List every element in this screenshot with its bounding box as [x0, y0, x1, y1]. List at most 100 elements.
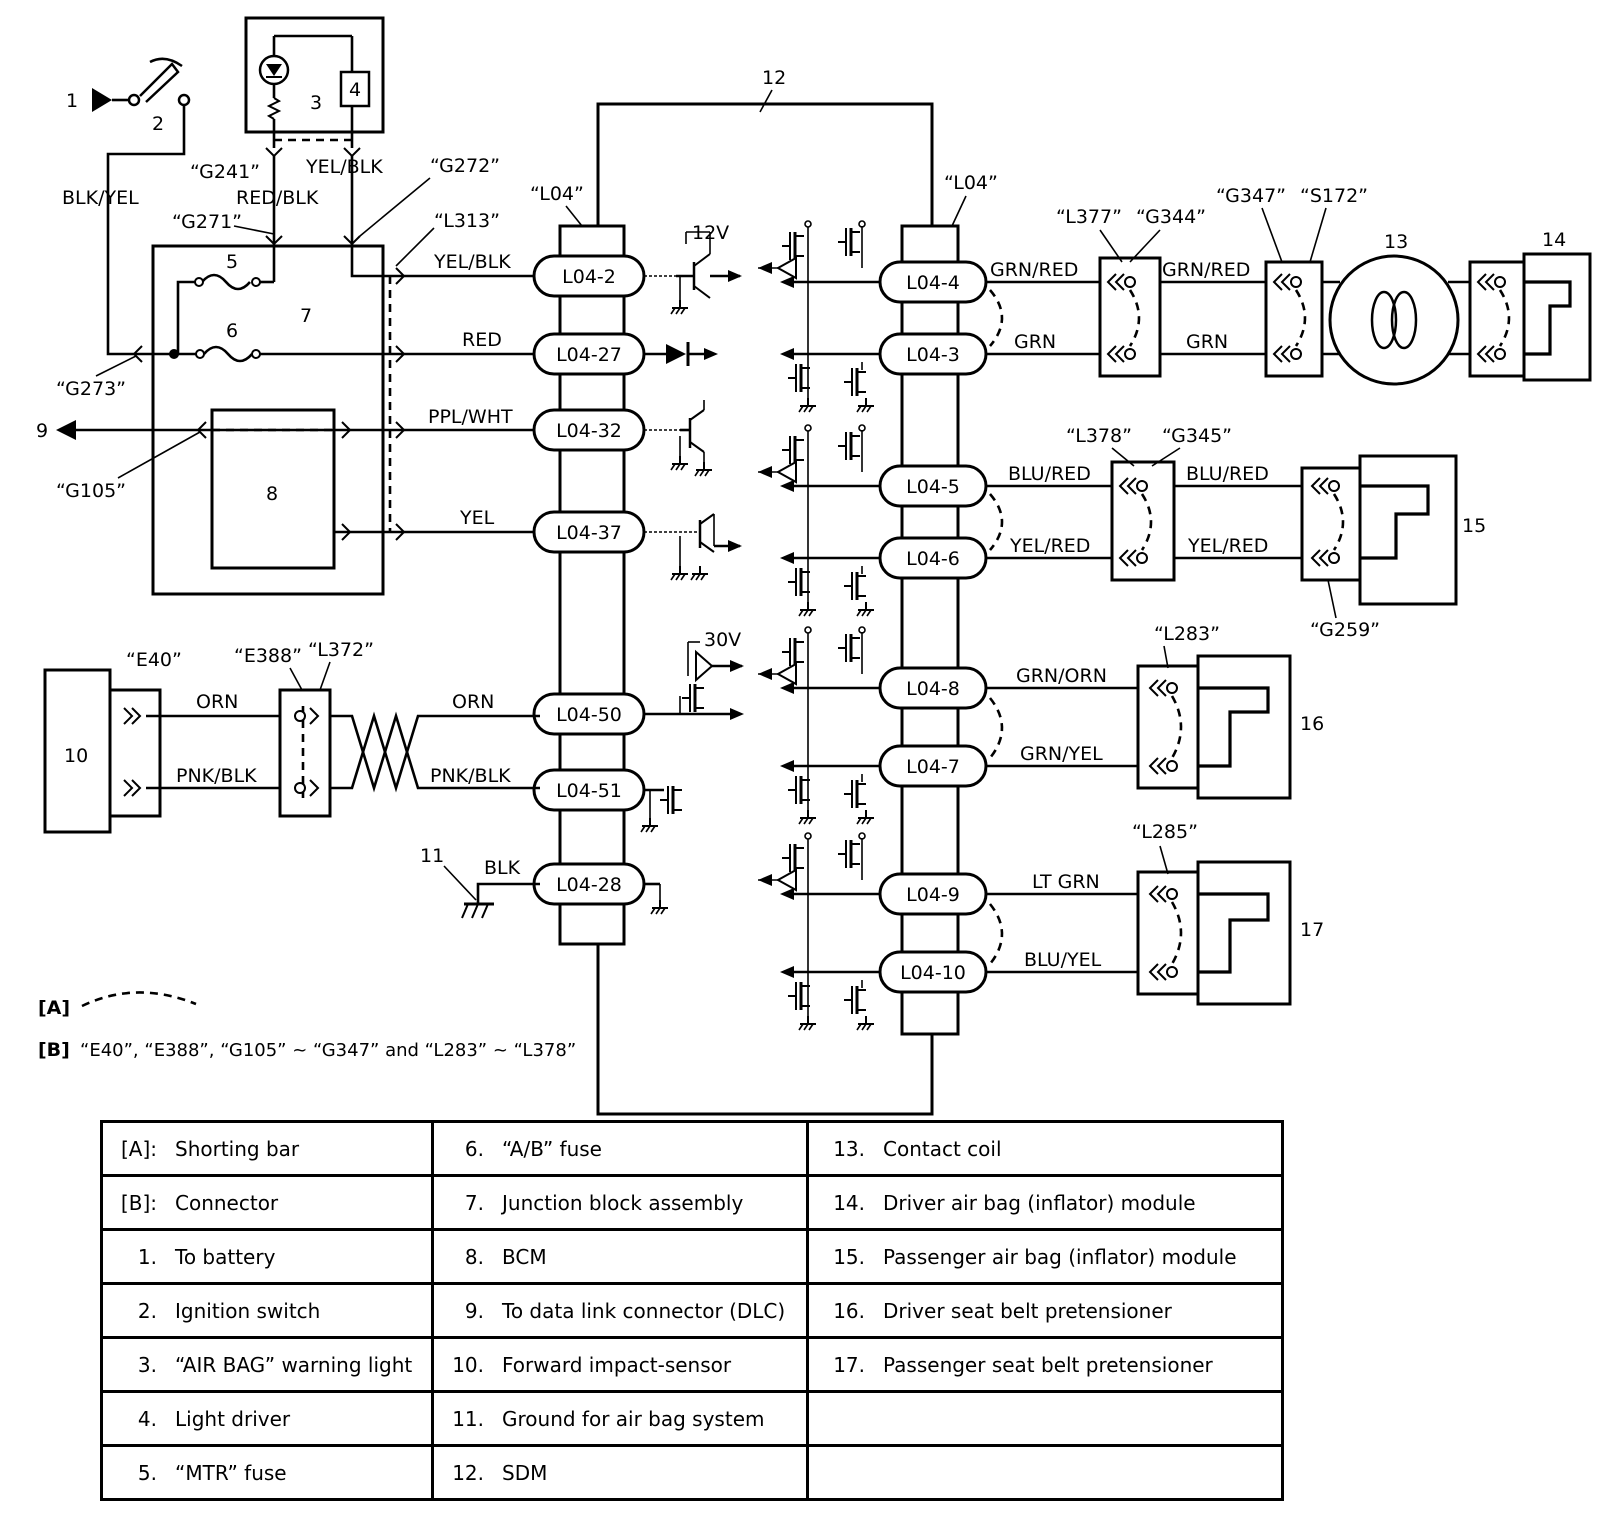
- pin-right: L04-5: [878, 464, 988, 508]
- ref-5: 5: [226, 251, 238, 273]
- legend-key: 14.: [833, 1190, 865, 1215]
- legend-text: To data link connector (DLC): [502, 1298, 786, 1323]
- pin-right-label: L04-8: [906, 678, 960, 700]
- right-terminals: [1106, 273, 1511, 981]
- legend-cell: 13. Contact coil: [806, 1120, 1284, 1177]
- pin-left-label: L04-27: [556, 344, 622, 366]
- ref-10: 10: [64, 745, 88, 767]
- wire-grn-red-2: GRN/RED: [1162, 259, 1250, 281]
- light-driver-box: [339, 70, 371, 108]
- conn-e40: “E40”: [126, 649, 182, 671]
- connector-terminals: [1148, 885, 1183, 981]
- conn-g241: “G241”: [190, 161, 260, 183]
- legend-text: Shorting bar: [175, 1136, 300, 1161]
- ref-16: 16: [1300, 713, 1324, 735]
- pin-left: L04-50: [532, 692, 646, 736]
- ref-15: 15: [1462, 515, 1486, 537]
- battery-terminal: [92, 88, 128, 112]
- connector-terminals: [1106, 273, 1141, 363]
- legend-key: 9.: [464, 1298, 484, 1323]
- legend-key: 15.: [833, 1244, 865, 1269]
- squib-driver: [758, 832, 880, 1031]
- connector-terminals: [1272, 273, 1307, 363]
- conn-g344: “G344”: [1136, 206, 1206, 228]
- pin-right-label: L04-6: [906, 548, 960, 570]
- legend-key: 10.: [452, 1352, 484, 1377]
- wire-yel-blk-top: YEL/BLK: [305, 156, 383, 178]
- legend-key: 4.: [137, 1406, 157, 1431]
- pin-left-label: L04-37: [556, 522, 622, 544]
- legend-text: Light driver: [175, 1406, 291, 1431]
- pin-right-label: L04-4: [906, 272, 960, 294]
- pin-right: L04-7: [878, 744, 988, 788]
- legend-cell: 12.SDM: [431, 1444, 809, 1501]
- pin-right: L04-8: [878, 666, 988, 710]
- legend-key: 5.: [137, 1460, 157, 1485]
- legend-text: Contact coil: [883, 1136, 1002, 1161]
- sdm-internal-left: 12V 30V: [640, 222, 744, 915]
- ref-2: 2: [152, 113, 164, 135]
- legend-text: “A/B” fuse: [502, 1136, 602, 1161]
- conn-g273: “G273”: [56, 378, 126, 400]
- conn-l372: “L372”: [308, 639, 374, 661]
- legend-text: To battery: [175, 1244, 276, 1269]
- pin-left: L04-27: [532, 332, 646, 376]
- pin-left-label: L04-32: [556, 420, 622, 442]
- legend-key: 6.: [464, 1136, 484, 1161]
- conn-g259: “G259”: [1310, 619, 1380, 641]
- wire-orn-right: ORN: [452, 691, 494, 713]
- conn-l04-right: “L04”: [944, 172, 998, 194]
- legend-key: 1.: [137, 1244, 157, 1269]
- squib-driver: [758, 424, 880, 617]
- legend-cell: 2.Ignition switch: [100, 1282, 434, 1339]
- legend-key: 12.: [452, 1460, 484, 1485]
- conn-l378: “L378”: [1066, 425, 1132, 447]
- pin-left: L04-2: [532, 254, 646, 298]
- ref-3: 3: [310, 92, 322, 114]
- legend-key: 11.: [452, 1406, 484, 1431]
- wire-yel-red-2: YEL/RED: [1187, 535, 1268, 557]
- pin-left: L04-37: [532, 510, 646, 554]
- wire-grn-yel: GRN/YEL: [1020, 743, 1103, 765]
- legend-key: 7.: [464, 1190, 484, 1215]
- legend-text: “MTR” fuse: [175, 1460, 287, 1485]
- legend-cell: 11.Ground for air bag system: [431, 1390, 809, 1447]
- legend-text: Junction block assembly: [502, 1190, 744, 1215]
- legend-text: Ignition switch: [175, 1298, 321, 1323]
- ref-11: 11: [420, 845, 444, 867]
- pin-right-label: L04-5: [906, 476, 960, 498]
- conn-l04-left: “L04”: [530, 183, 584, 205]
- wire-grn-2: GRN: [1186, 331, 1228, 353]
- note-b-text: “E40”, “E388”, “G105” ~ “G347” and “L283…: [80, 1040, 576, 1061]
- contact-coil: [1328, 254, 1460, 386]
- conn-l377: “L377”: [1056, 206, 1122, 228]
- legend-key: 13.: [833, 1136, 865, 1161]
- connector-terminals: [1118, 477, 1153, 567]
- conn-g345: “G345”: [1162, 425, 1232, 447]
- legend-row: 4. Light driver 11.Ground for air bag syst…: [100, 1390, 1284, 1447]
- ref-14: 14: [1542, 229, 1566, 251]
- legend-row: 5. “MTR” fuse 12.SDM: [100, 1444, 1284, 1501]
- legend-cell: [B]:Connector: [100, 1174, 434, 1231]
- pin-left: L04-32: [532, 408, 646, 452]
- sdm-internal-right: [758, 220, 880, 1031]
- legend-key: 17.: [833, 1352, 865, 1377]
- conn-l285: “L285”: [1132, 821, 1198, 843]
- legend-text: Driver seat belt pretensioner: [883, 1298, 1172, 1323]
- note-b-key: [B]: [38, 1039, 70, 1061]
- conn-g347: “G347”: [1216, 185, 1286, 207]
- squib-driver: [758, 220, 880, 413]
- v12-label: 12V: [692, 222, 729, 244]
- legend-text: “AIR BAG” warning light: [175, 1352, 413, 1377]
- wire-grn-red-1: GRN/RED: [990, 259, 1078, 281]
- conn-g272: “G272”: [430, 155, 500, 177]
- legend-key: 8.: [464, 1244, 484, 1269]
- pin-right-label: L04-3: [906, 344, 960, 366]
- ab-fuse: [169, 345, 540, 363]
- conn-e388: “E388”: [234, 645, 302, 667]
- conn-g105: “G105”: [56, 480, 126, 502]
- pin-right: L04-3: [878, 332, 988, 376]
- legend-key: 16.: [833, 1298, 865, 1323]
